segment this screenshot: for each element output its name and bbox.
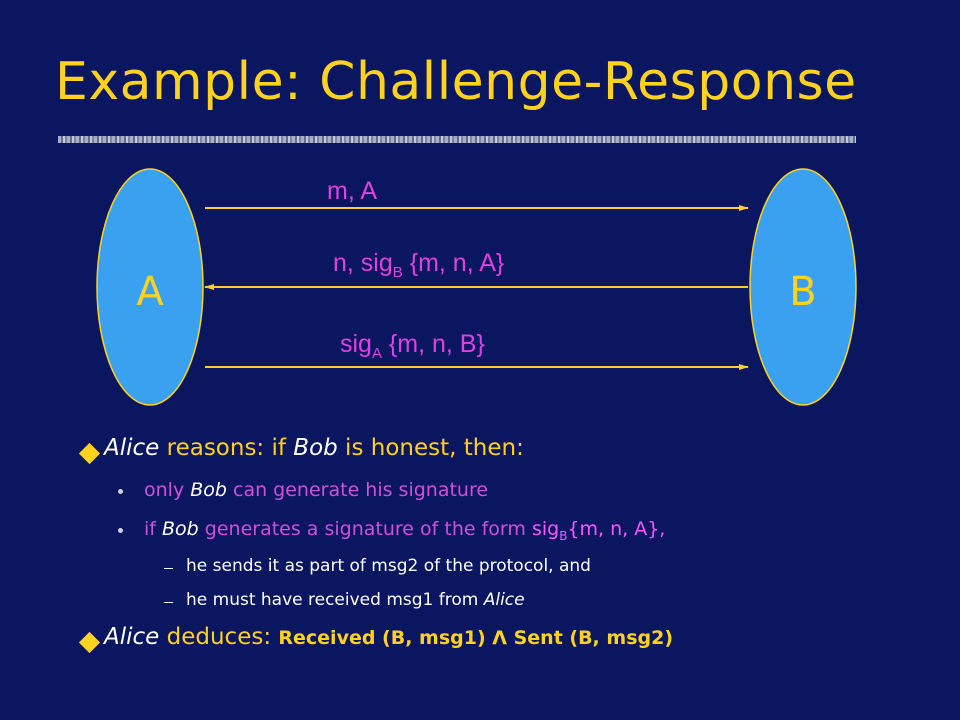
sub-bullet-2: if Bob generates a signature of the form…	[144, 518, 665, 543]
title-divider	[58, 136, 856, 143]
tertiary-bullet-1: he sends it as part of msg2 of the proto…	[186, 556, 591, 576]
bullet-1-who: Bob	[293, 435, 338, 461]
bullet-1-tail: is honest, then:	[337, 435, 524, 461]
message-3-pre: sig	[340, 330, 372, 358]
node-b-label: B	[789, 269, 816, 315]
message-3-sub: A	[371, 345, 382, 362]
tertiary-bullet-2-pre: he must have received msg1 from	[186, 590, 484, 610]
sub-bullet-1-pre: only	[144, 479, 191, 501]
dot-bullet-icon	[118, 489, 123, 494]
message-3-post: {m, n, B}	[381, 330, 485, 358]
bullet-2-actor: Alice	[104, 624, 160, 650]
message-1-label: m, A	[327, 177, 377, 206]
sub-bullet-2-sig-base: sig	[531, 518, 560, 540]
tertiary-bullet-2: he must have received msg1 from Alice	[186, 590, 525, 610]
message-2-sub: B	[392, 264, 403, 281]
node-a-ellipse	[96, 168, 204, 406]
message-1-text: m, A	[327, 177, 378, 205]
dash-bullet-icon	[164, 568, 173, 569]
tertiary-bullet-2-who: Alice	[483, 590, 525, 610]
sub-bullet-2-sig-post: {m, n, A},	[567, 518, 666, 540]
dash-bullet-icon	[164, 602, 173, 603]
sub-bullet-1: only Bob can generate his signature	[144, 479, 488, 501]
protocol-diagram: A B	[96, 168, 857, 406]
diamond-bullet-icon	[78, 631, 101, 654]
sub-bullet-1-who: Bob	[190, 479, 227, 501]
bullet-2-formula: Received (B, msg1) Λ Sent (B, msg2)	[278, 627, 674, 649]
bullet-2: Alice deduces: Received (B, msg1) Λ Sent…	[104, 624, 673, 650]
diamond-bullet-icon	[78, 442, 101, 465]
sub-bullet-2-sig-sub: B	[559, 528, 568, 543]
sub-bullet-2-pre: if	[144, 518, 163, 540]
sub-bullet-2-who: Bob	[162, 518, 199, 540]
message-2-pre: n, sig	[333, 249, 393, 277]
bullet-1-actor: Alice	[104, 435, 160, 461]
sub-bullet-2-mid: generates a signature of the form	[198, 518, 532, 540]
message-2-label: n, sigB {m, n, A}	[333, 249, 504, 281]
sub-bullet-1-post: can generate his signature	[226, 479, 489, 501]
bullet-2-text: deduces:	[159, 624, 279, 650]
bullet-1-text: reasons: if	[159, 435, 294, 461]
sub-bullet-2-sig: sigB{m, n, A},	[531, 518, 666, 543]
bullet-1: Alice reasons: if Bob is honest, then:	[104, 435, 524, 461]
dot-bullet-icon	[118, 528, 123, 533]
message-2-post: {m, n, A}	[402, 249, 505, 277]
message-3-label: sigA {m, n, B}	[340, 330, 485, 362]
node-b-ellipse	[749, 168, 857, 406]
slide-title: Example: Challenge-Response	[55, 52, 857, 112]
node-a-label: A	[136, 269, 164, 315]
